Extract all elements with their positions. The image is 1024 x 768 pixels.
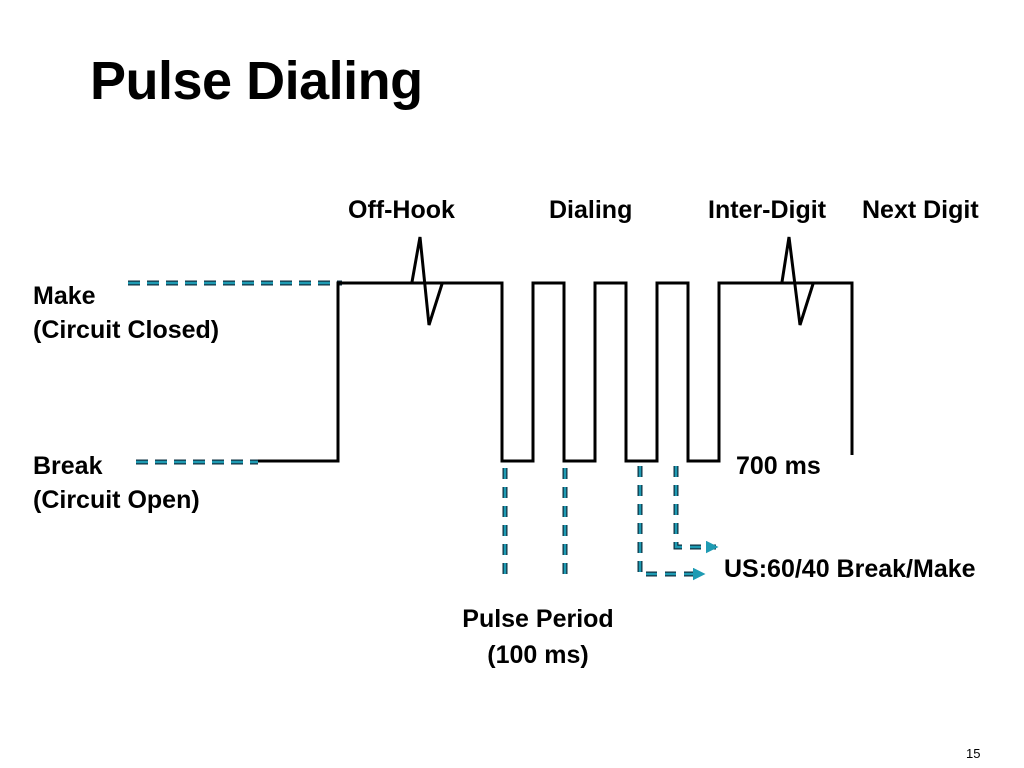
next-digit-transient (780, 236, 815, 326)
make-sublabel: (Circuit Closed) (33, 316, 220, 344)
off-hook-label: Off-Hook (348, 196, 455, 224)
next-digit-label: Next Digit (862, 196, 979, 224)
slide-title: Pulse Dialing (90, 51, 423, 111)
break-make-ratio-label: US:60/40 Break/Make (724, 555, 976, 583)
break-sublabel: (Circuit Open) (33, 486, 200, 514)
pulse-period-value: (100 ms) (487, 641, 589, 669)
make-label: Make (33, 282, 96, 310)
dialing-label: Dialing (549, 196, 633, 224)
pulse-period-markers (502, 468, 568, 578)
inter-digit-time-label: 700 ms (736, 452, 821, 480)
ratio-markers (637, 466, 719, 581)
off-hook-transient (410, 236, 444, 326)
inter-digit-label: Inter-Digit (708, 196, 827, 224)
page-number: 15 (966, 746, 981, 761)
break-label: Break (33, 452, 103, 480)
pulse-period-label: Pulse Period (462, 605, 614, 633)
signal-waveform (258, 281, 854, 463)
